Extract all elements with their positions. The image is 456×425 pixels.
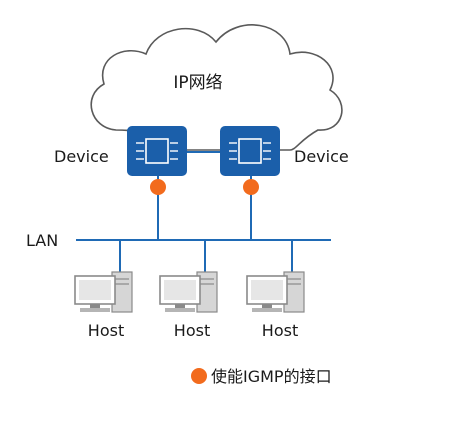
legend-label: 使能IGMP的接口: [211, 367, 332, 386]
host-1-computer-icon: [74, 271, 133, 313]
igmp-port-2: [243, 179, 259, 195]
host-1-label: Host: [88, 321, 124, 340]
host-2-computer-icon: [159, 271, 218, 313]
cloud-label: IP网络: [173, 73, 222, 93]
host-3-label: Host: [262, 321, 298, 340]
device-1-label: Device: [54, 147, 109, 166]
device-1: [127, 126, 187, 176]
legend-igmp-marker: [191, 368, 207, 384]
device-2: [220, 126, 280, 176]
ip-network-cloud: [90, 24, 343, 151]
host-3-computer-icon: [246, 271, 305, 313]
host-2-label: Host: [174, 321, 210, 340]
igmp-port-1: [150, 179, 166, 195]
lan-label: LAN: [26, 231, 58, 250]
device-2-label: Device: [294, 147, 349, 166]
